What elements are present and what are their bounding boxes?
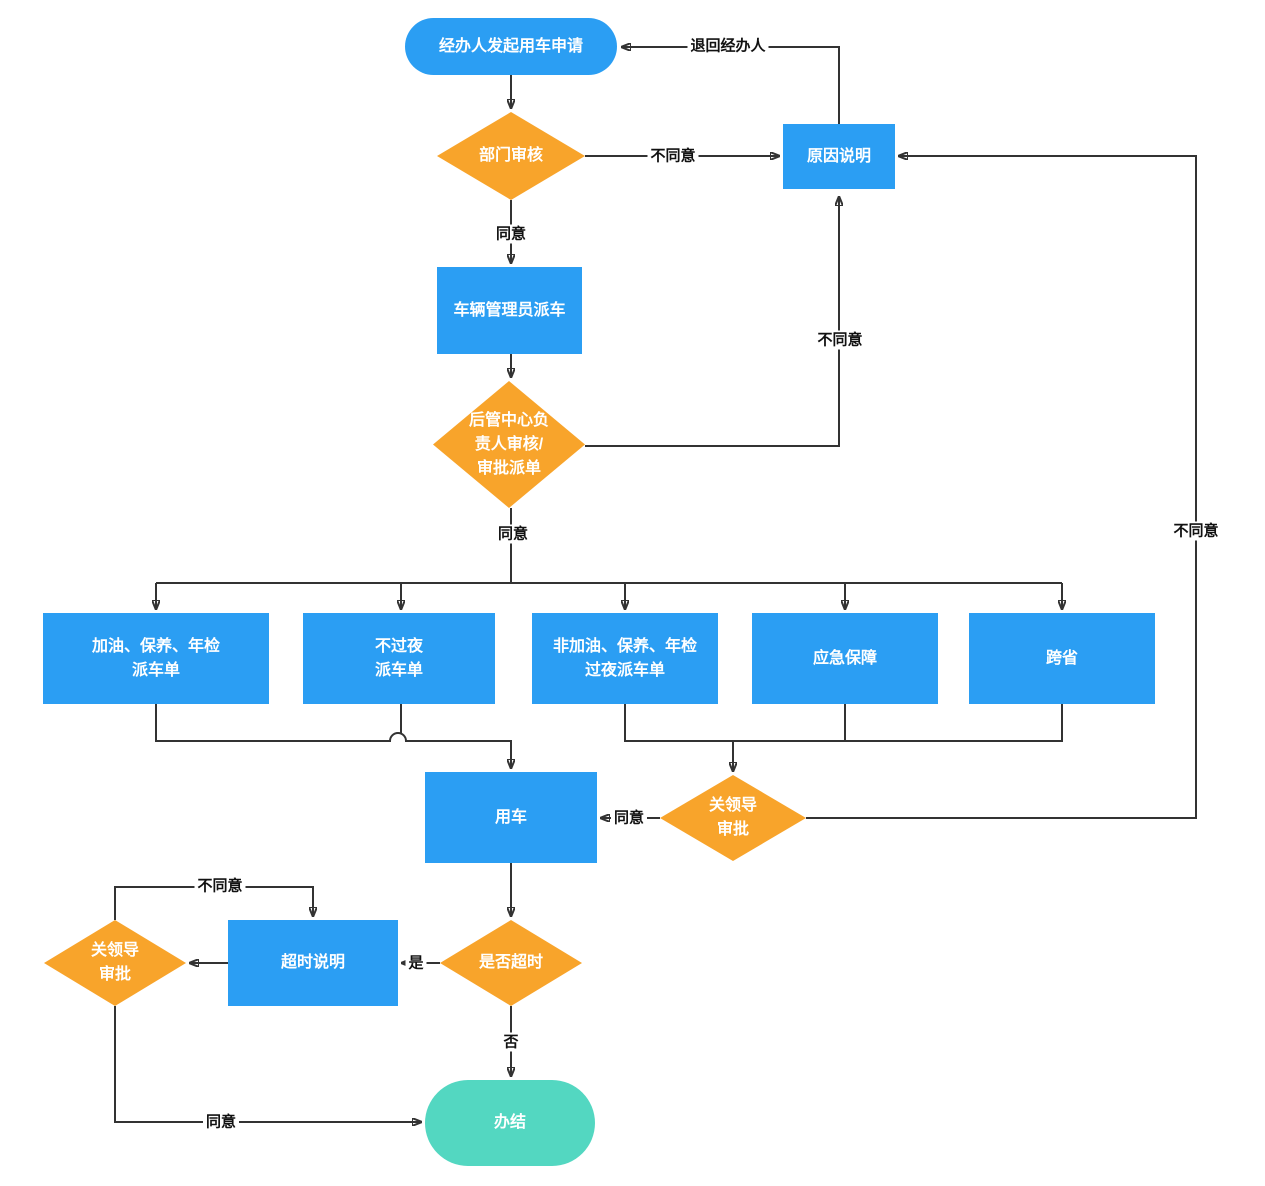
node-start[interactable]: 经办人发起用车申请 [405,18,617,75]
edge-reason-to-start [622,47,840,124]
node-finish[interactable]: 办结 [425,1080,595,1166]
edge-label-leader-right-agree: 同意 [610,808,648,828]
edge-label-overtime-yes: 是 [405,953,427,973]
node-overtime-note[interactable]: 超时说明 [228,920,398,1006]
edge-label-leader-left-agree: 同意 [202,1112,240,1132]
edge-label-dept-agree: 同意 [492,224,530,244]
edge-label-overtime-no: 否 [500,1032,522,1052]
node-reason-note[interactable]: 原因说明 [783,124,895,189]
edge-label-leader-right-disagree: 不同意 [1170,521,1222,541]
edge-center-review-to-reason [585,197,839,447]
edge-leader-left-to-finish [114,1006,421,1122]
edge-label-center-disagree: 不同意 [814,330,866,350]
edge-label-dept-disagree: 不同意 [647,146,699,166]
node-order-overnight[interactable]: 非加油、保养、年检 过夜派车单 [532,613,718,704]
node-vehicle-dispatch[interactable]: 车辆管理员派车 [437,267,582,354]
edge-order-fuel-to-use-car [155,704,511,768]
edge-label-center-agree: 同意 [494,524,532,544]
edge-leader-right-to-reason [806,156,1197,819]
edge-merge-right-horizontal [624,704,1063,742]
edge-label-return-to-agent: 退回经办人 [687,36,769,56]
node-order-fuel-maintenance[interactable]: 加油、保养、年检 派车单 [43,613,269,704]
edge-label-leader-left-disagree: 不同意 [194,876,246,896]
node-emergency-support[interactable]: 应急保障 [752,613,938,704]
node-use-car[interactable]: 用车 [425,772,597,863]
node-cross-province[interactable]: 跨省 [969,613,1155,704]
node-order-no-overnight[interactable]: 不过夜 派车单 [303,613,495,704]
